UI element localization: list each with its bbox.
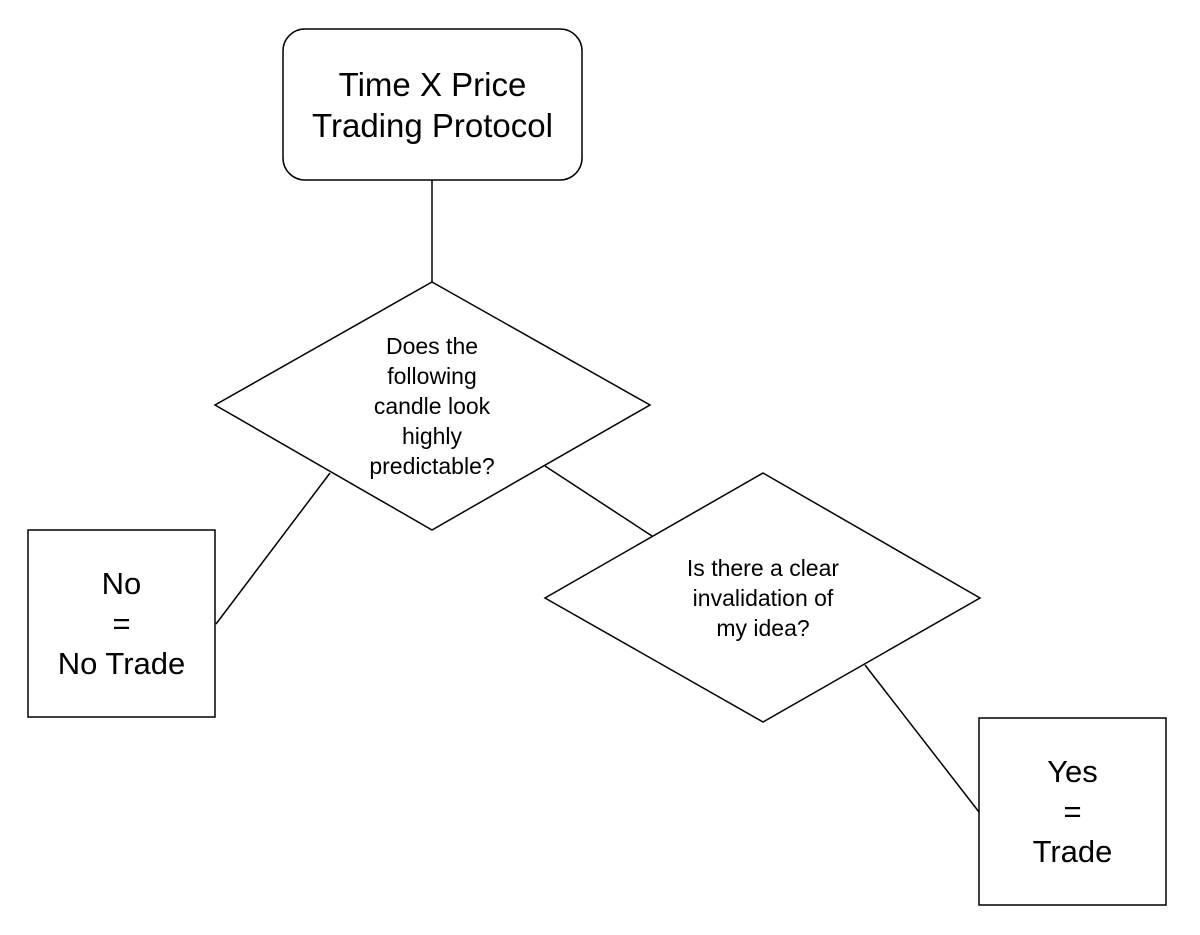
connector-decision-1-to-no-trade bbox=[215, 472, 331, 625]
outcome-no-label: No = No Trade bbox=[28, 530, 215, 717]
outcome-yes-line-1: Yes bbox=[1047, 753, 1098, 789]
decision-2-line-2: invalidation of bbox=[692, 585, 834, 611]
decision-1-diamond bbox=[213, 281, 652, 531]
decision-2-line-1: Is there a clear bbox=[686, 555, 840, 581]
decision-1-line-4: highly bbox=[401, 423, 463, 449]
decision-1-line-2: following bbox=[387, 363, 477, 389]
outcome-no-line-1: No bbox=[101, 565, 142, 601]
decision-2-diamond bbox=[543, 472, 982, 723]
outcome-no-line-3: No Trade bbox=[57, 645, 186, 681]
decision-1-label: Does the following candle look highly pr… bbox=[332, 326, 532, 486]
outcome-yes-line-3: Trade bbox=[1032, 833, 1113, 869]
decision-1-line-3: candle look bbox=[373, 393, 491, 419]
start-node-line-2: Trading Protocol bbox=[312, 106, 553, 144]
outcome-yes-label: Yes = Trade bbox=[979, 718, 1166, 905]
outcome-yes-box bbox=[978, 717, 1167, 906]
outcome-no-box bbox=[27, 529, 216, 718]
start-node-box bbox=[282, 28, 583, 181]
outcome-yes-line-2: = bbox=[1063, 793, 1082, 829]
connector-decision-2-to-trade bbox=[864, 664, 980, 813]
outcome-no-line-2: = bbox=[112, 605, 131, 641]
start-node-line-1: Time X Price bbox=[338, 65, 527, 103]
start-node-label: Time X Price Trading Protocol bbox=[283, 29, 582, 180]
decision-1-line-5: predictable? bbox=[369, 453, 495, 479]
decision-2-line-3: my idea? bbox=[716, 615, 810, 641]
decision-1-line-1: Does the bbox=[385, 333, 479, 359]
connector-decision-1-to-decision-2 bbox=[544, 465, 653, 537]
decision-2-label: Is there a clear invalidation of my idea… bbox=[643, 550, 883, 646]
